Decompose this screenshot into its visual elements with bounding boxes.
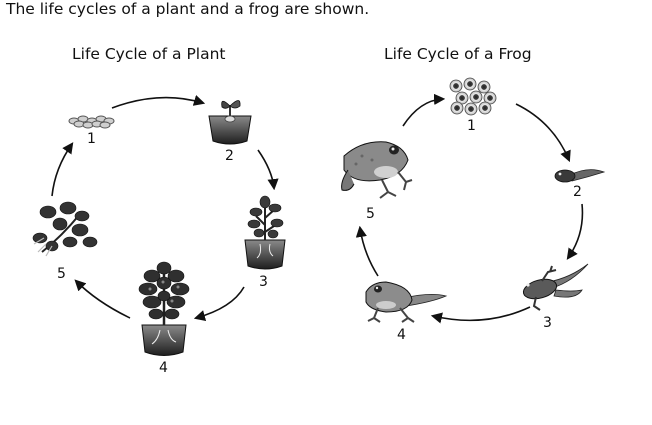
frog-stage-4-young-frog xyxy=(365,281,448,323)
frog-stage-2-label: 2 xyxy=(573,184,582,200)
plant-arrow-2-to-3 xyxy=(257,149,279,191)
frog-stage-5-adult-frog xyxy=(341,141,413,199)
frog-cycle-title: Life Cycle of a Frog xyxy=(384,45,532,63)
plant-arrow-1-to-2 xyxy=(111,95,206,109)
frog-stage-5-label: 5 xyxy=(366,206,375,222)
frog-stage-1-label: 1 xyxy=(467,118,476,134)
frog-arrow-5-to-1 xyxy=(402,93,446,127)
plant-stage-1-label: 1 xyxy=(87,131,96,147)
plant-stage-3-label: 3 xyxy=(259,274,268,290)
frog-stage-3-froglet xyxy=(522,263,589,311)
plant-cycle-title: Life Cycle of a Plant xyxy=(72,45,226,63)
plant-stage-4-label: 4 xyxy=(159,360,168,376)
plant-stage-3-young-plant xyxy=(244,195,286,270)
frog-arrow-1-to-2 xyxy=(515,103,571,163)
plant-stage-2-label: 2 xyxy=(225,148,234,164)
frog-stage-4-label: 4 xyxy=(397,327,406,343)
plant-cycle: 1 2 3 4 5 xyxy=(32,95,286,376)
plant-stage-5-label: 5 xyxy=(57,266,66,282)
frog-arrows xyxy=(355,93,584,324)
plant-arrow-4-to-5 xyxy=(74,279,131,319)
frog-stage-2-tadpole xyxy=(554,169,606,183)
plant-stage-4-mature-plant xyxy=(138,261,190,356)
plant-arrows xyxy=(51,95,279,321)
intro-text: The life cycles of a plant and a frog ar… xyxy=(6,0,370,18)
plant-stage-1-seeds xyxy=(68,115,115,129)
plant-arrow-5-to-1 xyxy=(51,142,74,197)
frog-arrow-3-to-4 xyxy=(430,306,531,324)
plant-stage-2-sprout xyxy=(208,100,252,145)
frog-cycle: 1 2 3 4 5 xyxy=(341,77,606,343)
plant-stage-5-flowering-plant xyxy=(32,201,98,257)
plant-arrow-3-to-4 xyxy=(193,286,245,321)
frog-stage-1-eggs xyxy=(449,77,497,116)
frog-arrow-2-to-3 xyxy=(566,203,584,260)
frog-arrow-4-to-5 xyxy=(355,225,379,277)
frog-stage-3-label: 3 xyxy=(543,315,552,331)
